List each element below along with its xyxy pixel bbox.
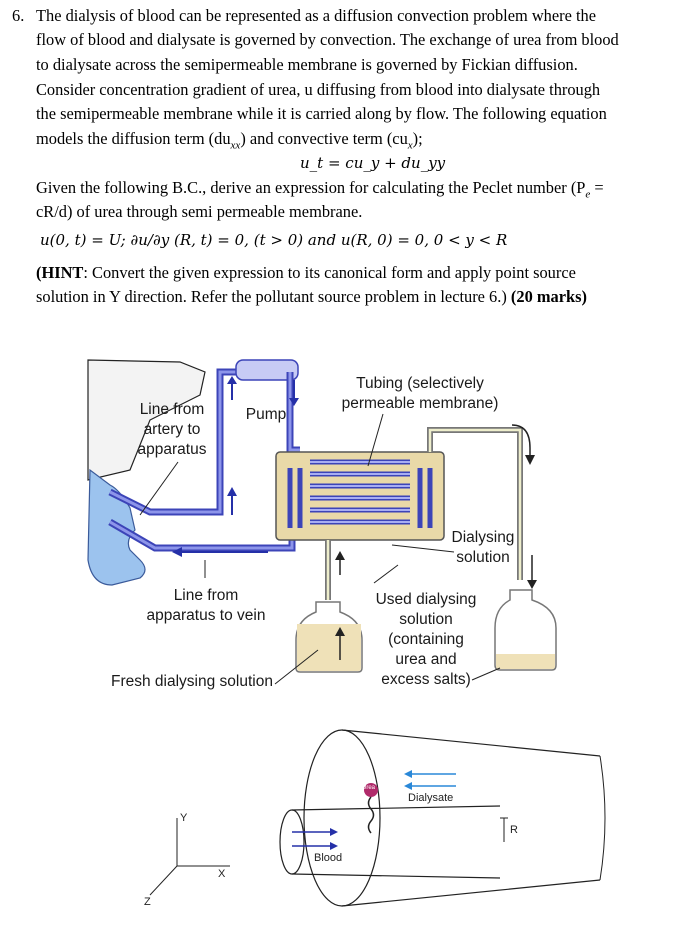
question-line-7: Given the following B.C., derive an expr… bbox=[36, 176, 604, 207]
urea-icon bbox=[364, 783, 378, 797]
line6-end: ); bbox=[412, 129, 423, 148]
marks: (20 marks) bbox=[510, 287, 587, 306]
line6-mid: ) and convective term (cu bbox=[240, 129, 408, 148]
leader-dialysing bbox=[391, 544, 455, 553]
line7-start: Given the following B.C., derive an expr… bbox=[36, 178, 586, 197]
question-line-4: Consider concentration gradient of urea,… bbox=[36, 80, 601, 99]
question-line-2: flow of blood and dialysate is governed … bbox=[36, 30, 619, 49]
line7-end: = bbox=[590, 178, 604, 197]
label-line-from-artery: Line from artery to apparatus bbox=[132, 400, 212, 460]
pump-icon bbox=[235, 359, 299, 381]
hint-rest: : Convert the given expression to its ca… bbox=[83, 263, 576, 282]
label-used-dialysing: Used dialysing solution (containing urea… bbox=[368, 590, 484, 690]
inner-tube-ring bbox=[279, 809, 305, 875]
label-tubing: Tubing (selectively permeable membrane) bbox=[330, 374, 510, 414]
question-number: 6. bbox=[12, 6, 25, 25]
urea-path bbox=[367, 796, 375, 834]
artery-label-1: Line from bbox=[139, 401, 205, 418]
leader-used bbox=[471, 667, 501, 681]
radius-marker bbox=[500, 817, 508, 842]
urea-label: Urea bbox=[362, 785, 376, 791]
label-pump: Pump bbox=[245, 406, 287, 423]
used-label-1: Used dialysing bbox=[375, 591, 477, 608]
dialysate-arrow-curve bbox=[511, 424, 531, 460]
question-line-3: to dialysate across the semipermeable me… bbox=[36, 55, 578, 74]
radius-label: R bbox=[510, 824, 518, 836]
leader-used-top bbox=[373, 564, 399, 584]
used-label-3: (containing bbox=[388, 631, 464, 648]
blood-label: Blood bbox=[314, 852, 343, 864]
dialysate-label: Dialysate bbox=[408, 792, 454, 804]
question-line-5: the semipermeable membrane while it is c… bbox=[36, 104, 607, 123]
label-line-to-vein: Line from apparatus to vein bbox=[136, 586, 276, 626]
line6-sub2: x bbox=[407, 139, 413, 152]
question-line-8: cR/d) of urea through semi permeable mem… bbox=[36, 202, 363, 221]
axis-y-label: Y bbox=[180, 812, 188, 824]
hint-bold: (HINT bbox=[36, 263, 84, 282]
used-label-5: excess salts) bbox=[381, 671, 471, 688]
line6-sub1: xx bbox=[230, 139, 241, 152]
vein-label-1: Line from bbox=[173, 587, 239, 604]
used-label-4: urea and bbox=[395, 651, 457, 668]
dialysing-label-1: Dialysing bbox=[451, 529, 515, 546]
xyz-axes bbox=[149, 818, 230, 896]
used-label-2: solution bbox=[399, 611, 453, 628]
question-line-1: The dialysis of blood can be represented… bbox=[36, 6, 596, 25]
hint-line-2: solution in Y direction. Refer the pollu… bbox=[36, 285, 587, 310]
question-line-6: models the diffusion term (duxx) and con… bbox=[36, 127, 423, 158]
outer-cylinder-body bbox=[341, 729, 601, 907]
hint-line-1: (HINT: Convert the given expression to i… bbox=[36, 261, 576, 286]
vein-line bbox=[108, 510, 296, 552]
hint-text-2: solution in Y direction. Refer the pollu… bbox=[36, 287, 507, 306]
axis-x-label: X bbox=[218, 868, 226, 880]
line7-sub: e bbox=[585, 188, 591, 201]
line6-start: models the diffusion term (du bbox=[36, 129, 231, 148]
leader-tubing bbox=[367, 413, 384, 467]
artery-label-3: apparatus bbox=[137, 441, 207, 458]
leader-artery bbox=[139, 461, 179, 516]
boundary-conditions: u(0, t) = U; ∂u/∂y (R, t) = 0, (t > 0) a… bbox=[40, 231, 508, 249]
used-bottle bbox=[494, 589, 557, 671]
outer-cylinder-ring bbox=[303, 729, 381, 907]
vein-label-2: apparatus to vein bbox=[146, 607, 266, 624]
axis-z-label: Z bbox=[144, 896, 151, 908]
main-equation: u_t = cu_y + du_yy bbox=[300, 154, 446, 172]
leader-fresh bbox=[274, 649, 319, 685]
tubing-label-1: Tubing (selectively bbox=[356, 375, 484, 392]
label-dialysing: Dialysing solution bbox=[448, 528, 518, 568]
artery-label-2: artery to bbox=[143, 421, 201, 438]
dialysing-label-2: solution bbox=[456, 549, 510, 566]
label-fresh-dialysing: Fresh dialysing solution bbox=[111, 673, 273, 690]
inner-tube-body bbox=[291, 805, 501, 879]
tubing-label-2: permeable membrane) bbox=[341, 395, 499, 412]
